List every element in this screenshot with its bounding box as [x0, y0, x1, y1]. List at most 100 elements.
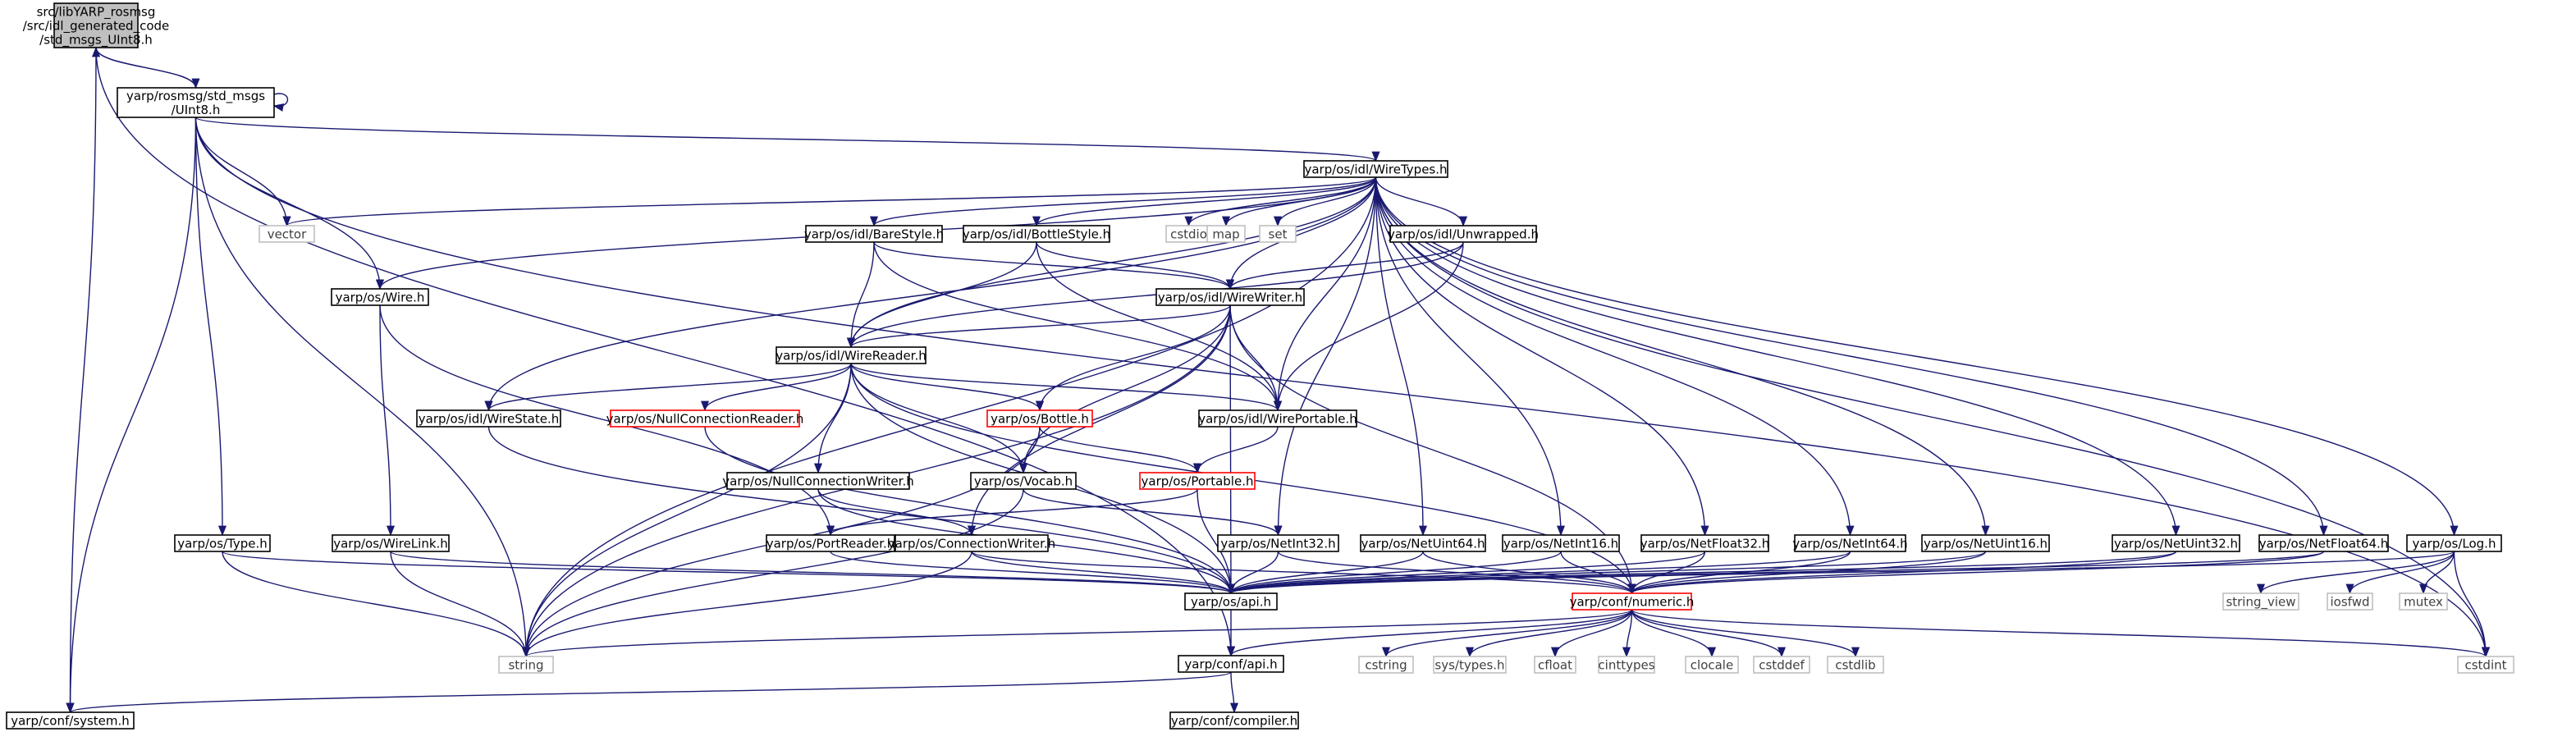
edge	[390, 551, 1235, 595]
node-netfloat64[interactable]: yarp/os/NetFloat64.h	[2258, 534, 2389, 552]
node-label: yarp/os/idl/BareStyle.h	[804, 227, 944, 242]
node-label: cstddef	[1759, 658, 1805, 673]
node-netint32[interactable]: yarp/os/NetInt32.h	[1217, 534, 1339, 552]
node-label: yarp/os/idl/BottleStyle.h	[963, 227, 1110, 242]
edge	[194, 117, 385, 290]
edge-netuint64-to-osapi	[1227, 551, 1424, 595]
edge-wiretypes-to-cstdio	[1184, 176, 1377, 227]
node-box-clocale	[1685, 656, 1739, 674]
edge-numeric-to-cinttypes	[1622, 609, 1633, 658]
node-wirereader[interactable]: yarp/os/idl/WireReader.h	[776, 346, 927, 364]
node-log[interactable]: yarp/os/Log.h	[2406, 534, 2502, 552]
edge-wiretypes-to-netfloat32	[1375, 176, 1709, 537]
node-box-string_view	[2222, 592, 2299, 611]
edge	[522, 551, 972, 658]
node-netfloat32[interactable]: yarp/os/NetFloat32.h	[1640, 534, 1770, 552]
node-wire[interactable]: yarp/os/Wire.h	[331, 288, 429, 306]
node-unwrapped[interactable]: yarp/os/idl/Unwrapped.h	[1388, 225, 1539, 243]
node-label: mutex	[2404, 595, 2443, 610]
node-map: map	[1206, 225, 1246, 243]
node-box-iosfwd	[2327, 592, 2373, 611]
node-label: yarp/os/idl/WireState.h	[419, 412, 559, 427]
edge-wiretypes-to-string	[522, 176, 1377, 658]
edge	[1631, 609, 2490, 658]
node-bottle[interactable]: yarp/os/Bottle.h	[986, 409, 1093, 428]
node-label: yarp/os/NetUint16.h	[1924, 537, 2048, 551]
edge	[873, 241, 1234, 290]
edge-numeric-to-cstdint	[1631, 609, 2490, 658]
edge-wirelink-to-osapi	[390, 551, 1235, 595]
edge	[817, 488, 976, 537]
edge	[1227, 551, 1987, 595]
node-netuint32[interactable]: yarp/os/NetUint32.h	[2112, 534, 2240, 552]
edge	[194, 117, 531, 658]
edge	[1227, 551, 2455, 595]
edge-nullconnwriter-to-connwriter	[817, 488, 976, 537]
node-wireportable[interactable]: yarp/os/idl/WirePortable.h	[1198, 409, 1357, 428]
edge	[484, 363, 852, 412]
edge-numeric-to-confapi	[1227, 609, 1633, 657]
edge	[1227, 551, 1706, 595]
node-label: yarp/conf/system.h	[11, 714, 130, 729]
node-bottlestyle[interactable]: yarp/os/idl/BottleStyle.h	[963, 225, 1110, 243]
edge	[1192, 426, 1279, 474]
node-osapi[interactable]: yarp/os/api.h	[1184, 592, 1278, 611]
edge-numeric-to-cfloat	[1550, 609, 1633, 658]
node-nullconnwriter[interactable]: yarp/os/NullConnectionWriter.h	[722, 472, 914, 490]
edge-netuint32-to-osapi	[1227, 551, 2177, 595]
node-box-netuint32	[2112, 534, 2240, 552]
node-label: iosfwd	[2331, 595, 2370, 610]
node-portreader[interactable]: yarp/os/PortReader.h	[766, 534, 895, 552]
edge	[701, 363, 852, 412]
node-box-set	[1259, 225, 1297, 243]
edge-connwriter-to-string	[522, 551, 972, 658]
edge-wirewriter-to-wirereader	[847, 304, 1231, 349]
node-wirestate[interactable]: yarp/os/idl/WireState.h	[416, 409, 561, 428]
node-box-mutex	[2399, 592, 2448, 611]
node-netint16[interactable]: yarp/os/NetInt16.h	[1502, 534, 1620, 552]
node-confapi[interactable]: yarp/conf/api.h	[1178, 655, 1284, 673]
edge-netfloat64-to-numeric	[1627, 551, 2325, 595]
node-numeric[interactable]: yarp/conf/numeric.h	[1570, 592, 1695, 611]
node-portable[interactable]: yarp/os/Portable.h	[1139, 472, 1256, 490]
node-label: clocale	[1691, 658, 1733, 673]
node-uint8[interactable]: yarp/rosmsg/std_msgs/UInt8.h	[117, 87, 275, 118]
node-iosfwd: iosfwd	[2327, 592, 2373, 611]
node-barestyle[interactable]: yarp/os/idl/BareStyle.h	[804, 225, 944, 243]
edge-bottlestyle-to-wireportable	[1036, 241, 1283, 412]
node-type[interactable]: yarp/os/Type.h	[174, 534, 271, 552]
edge	[2257, 551, 2455, 595]
node-box-log	[2406, 534, 2502, 552]
edge	[1023, 488, 1283, 537]
node-wirewriter[interactable]: yarp/os/idl/WireWriter.h	[1155, 288, 1305, 306]
node-system[interactable]: yarp/conf/system.h	[6, 711, 135, 730]
node-box-vocab	[970, 472, 1077, 490]
node-nullconnreader[interactable]: yarp/os/NullConnectionReader.h	[606, 409, 804, 428]
edge	[379, 304, 835, 537]
edge	[1375, 176, 2490, 658]
edge	[95, 47, 1235, 657]
node-mutex: mutex	[2399, 592, 2448, 611]
edge-numeric-to-clocale	[1631, 609, 1717, 658]
node-wiretypes[interactable]: yarp/os/idl/WireTypes.h	[1303, 160, 1448, 178]
edge	[1375, 176, 1709, 537]
node-vocab[interactable]: yarp/os/Vocab.h	[970, 472, 1077, 490]
node-box-map	[1206, 225, 1246, 243]
node-netuint16[interactable]: yarp/os/NetUint16.h	[1921, 534, 2050, 552]
edge	[1274, 176, 1377, 537]
node-connwriter[interactable]: yarp/os/ConnectionWriter.h	[888, 534, 1055, 552]
node-label: yarp/os/idl/WireWriter.h	[1158, 290, 1302, 305]
node-wirelink[interactable]: yarp/os/WireLink.h	[332, 534, 450, 552]
edge	[66, 671, 1232, 714]
node-netuint64[interactable]: yarp/os/NetUint64.h	[1360, 534, 1486, 552]
edge-wirereader-to-vocab	[850, 363, 1028, 474]
node-compiler[interactable]: yarp/conf/compiler.h	[1169, 711, 1299, 730]
edge-numeric-to-string	[522, 609, 1633, 658]
node-label: map	[1212, 227, 1239, 242]
node-box-osapi	[1184, 592, 1278, 611]
node-netint64[interactable]: yarp/os/NetInt64.h	[1792, 534, 1908, 552]
edge-bottlestyle-to-wirereader	[847, 241, 1037, 349]
edge	[194, 117, 227, 537]
edge-root-to-confapi	[95, 47, 1235, 657]
